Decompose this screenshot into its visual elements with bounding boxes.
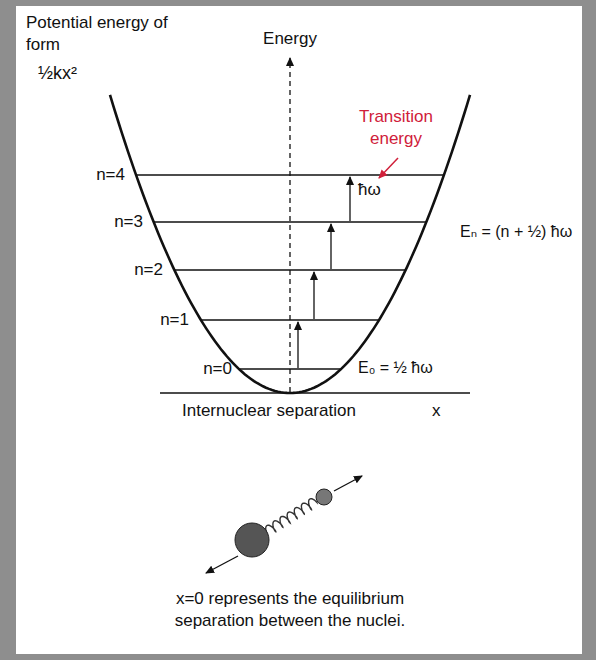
motion-arrow bbox=[334, 476, 362, 491]
energy-formula: Eₙ = (n + ½) ħω bbox=[460, 221, 572, 243]
formula: ½kx² bbox=[38, 62, 77, 84]
transition-arrow bbox=[330, 224, 331, 269]
transition-arrows bbox=[298, 177, 350, 368]
motion-arrow bbox=[206, 556, 238, 573]
level-label: n=3 bbox=[114, 211, 143, 233]
leader-arrow bbox=[379, 158, 398, 178]
energy-level-line bbox=[154, 221, 427, 222]
axis-label: Internuclear separation bbox=[182, 400, 356, 422]
energy-level-line bbox=[239, 368, 341, 369]
level-label: n=4 bbox=[96, 164, 125, 186]
caption-note: x=0 represents the equilibrium separatio… bbox=[145, 588, 435, 632]
small-nucleus bbox=[316, 489, 332, 505]
x-axis bbox=[160, 392, 470, 394]
axis-title: Potential energy of form bbox=[26, 12, 191, 56]
level-label: n=0 bbox=[203, 358, 232, 380]
energy-level-line bbox=[201, 319, 379, 320]
energy-level-line bbox=[136, 174, 444, 175]
large-nucleus bbox=[235, 523, 269, 557]
transition-arrow bbox=[297, 322, 298, 368]
diatomic-molecule bbox=[206, 476, 362, 573]
energy-formula: E₀ = ½ ħω bbox=[358, 357, 433, 379]
level-label: n=1 bbox=[160, 309, 189, 331]
white-panel bbox=[16, 6, 582, 654]
spring-symbol bbox=[266, 499, 317, 534]
transition-arrow bbox=[349, 177, 350, 221]
axis-label: x bbox=[432, 400, 441, 422]
energy-symbol: ħω bbox=[358, 179, 381, 201]
potential-curve bbox=[110, 95, 470, 393]
annotation: Transition energy bbox=[340, 106, 452, 150]
axis-label: Energy bbox=[263, 28, 317, 50]
level-label: n=2 bbox=[134, 259, 163, 281]
transition-arrow bbox=[313, 272, 314, 319]
energy-levels bbox=[136, 175, 444, 369]
energy-level-line bbox=[174, 269, 405, 270]
energy-axis bbox=[289, 58, 290, 392]
